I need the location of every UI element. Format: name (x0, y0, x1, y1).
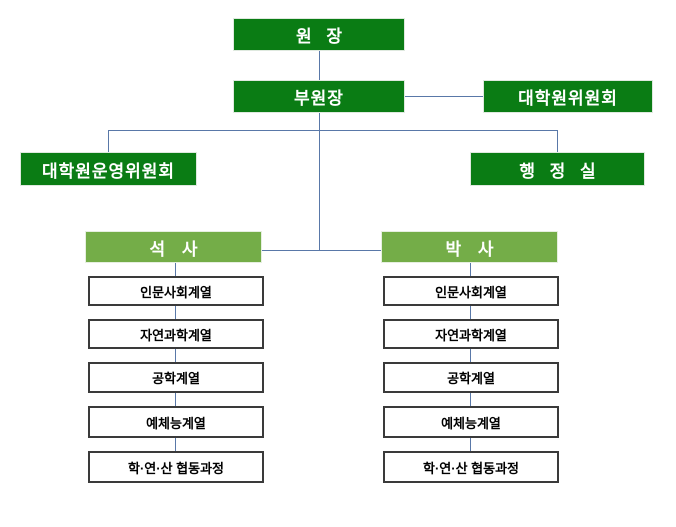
node-director[interactable]: 원 장 (233, 18, 405, 51)
connector-branch-right-drop (557, 130, 558, 152)
connector-vice-spine (319, 112, 320, 251)
connector-master-item-3-to-4 (175, 393, 176, 406)
node-administration-office[interactable]: 행 정 실 (470, 152, 645, 186)
node-graduate-steering-committee[interactable]: 대학원운영위원회 (20, 152, 197, 186)
node-master-item-1[interactable]: 인문사회계열 (88, 276, 264, 306)
connector-doctor-item-1-to-2 (470, 306, 471, 319)
node-doctor-header[interactable]: 박 사 (381, 231, 558, 263)
connector-master-item-1-to-2 (175, 306, 176, 319)
connector-doctor-item-2-to-3 (470, 349, 471, 362)
node-master-item-2[interactable]: 자연과학계열 (88, 319, 264, 349)
node-doctor-item-1[interactable]: 인문사회계열 (383, 276, 559, 306)
connector-doctor-to-item-1 (470, 262, 471, 276)
connector-master-item-2-to-3 (175, 349, 176, 362)
node-doctor-item-4[interactable]: 예체능계열 (383, 406, 559, 438)
node-master-item-4[interactable]: 예체능계열 (88, 406, 264, 438)
node-doctor-item-2[interactable]: 자연과학계열 (383, 319, 559, 349)
connector-branch-bar (108, 130, 558, 131)
connector-director-to-vice (319, 50, 320, 80)
node-graduate-committee[interactable]: 대학원위원회 (483, 80, 653, 113)
connector-doctor-item-3-to-4 (470, 393, 471, 406)
node-master-item-3[interactable]: 공학계열 (88, 362, 264, 393)
connector-doctor-item-4-to-5 (470, 438, 471, 451)
connector-master-to-item-1 (175, 262, 176, 276)
connector-master-item-4-to-5 (175, 438, 176, 451)
node-master-item-5[interactable]: 학·연·산 협동과정 (88, 451, 264, 483)
connector-degree-bar (262, 250, 381, 251)
node-doctor-item-3[interactable]: 공학계열 (383, 362, 559, 393)
connector-vice-to-committee (405, 96, 483, 97)
node-doctor-item-5[interactable]: 학·연·산 협동과정 (383, 451, 559, 483)
node-vice-director[interactable]: 부원장 (233, 80, 405, 113)
node-master-header[interactable]: 석 사 (85, 231, 262, 263)
connector-branch-left-drop (108, 130, 109, 152)
